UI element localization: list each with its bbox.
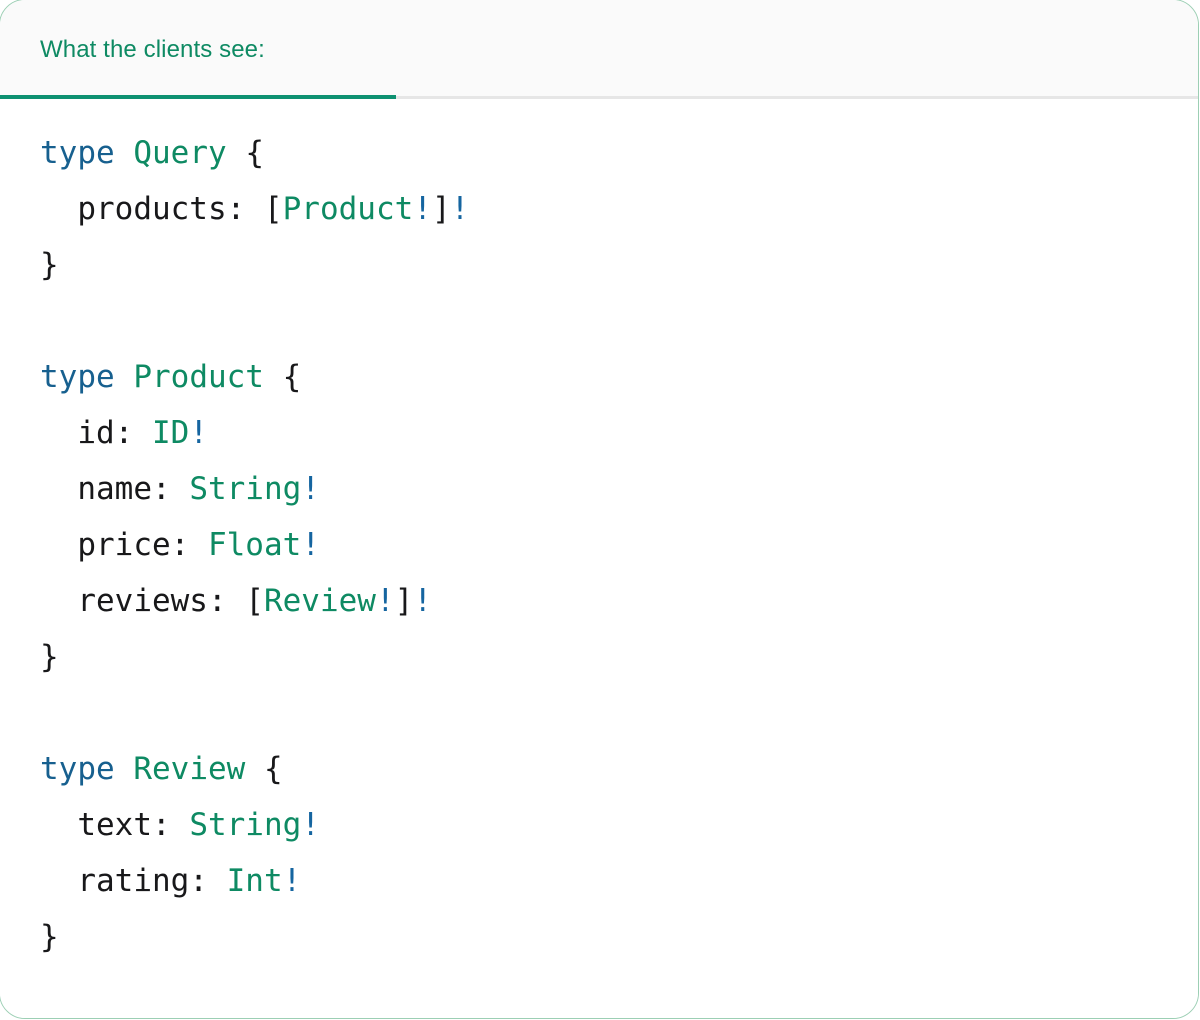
code-token-fld: id: (40, 415, 152, 451)
code-token-fld: name: (40, 471, 190, 507)
code-token-bang: ! (413, 191, 432, 227)
code-line: } (40, 629, 1158, 685)
code-line: } (40, 237, 1158, 293)
code-token-punc: { (226, 135, 264, 171)
code-token-tname: Float (207, 527, 302, 563)
code-token-fld: text: (40, 807, 190, 843)
code-token-punc: } (40, 639, 59, 675)
code-line: rating: Int! (40, 853, 1158, 909)
code-line: price: Float! (40, 517, 1158, 573)
code-token-fld: price: (40, 527, 208, 563)
code-token-punc: } (40, 247, 59, 283)
code-token-punc: [ (245, 583, 264, 619)
code-token-tname: String (189, 471, 302, 507)
code-token-bang: ! (189, 415, 208, 451)
code-token-bang: ! (282, 863, 302, 899)
code-token-punc: } (40, 919, 59, 955)
code-token-tname: Product (282, 191, 414, 227)
code-token-punc: [ (263, 191, 283, 227)
code-token-kw: type (40, 751, 115, 787)
code-token-kw: type (40, 359, 115, 395)
code-line: type Product { (40, 349, 1158, 405)
graphql-schema-code: type Query { products: [Product!]!} type… (40, 125, 1158, 965)
code-line: text: String! (40, 797, 1158, 853)
code-token-tname: ID (151, 415, 190, 451)
code-token-punc: ] (394, 583, 414, 619)
tab-what-the-clients-see[interactable]: What the clients see: (0, 0, 396, 99)
code-token-bang: ! (301, 527, 320, 563)
code-token-punc (115, 751, 134, 787)
code-token-tname: Review (263, 583, 376, 619)
code-token-punc: { (245, 751, 283, 787)
code-token-punc: ] (431, 191, 451, 227)
code-token-tname: Int (226, 863, 283, 899)
code-token-punc (115, 359, 134, 395)
code-line: type Review { (40, 741, 1158, 797)
code-line: } (40, 909, 1158, 965)
code-line: reviews: [Review!]! (40, 573, 1158, 629)
code-token-tname: Product (133, 359, 264, 395)
code-token-bang: ! (375, 583, 395, 619)
code-pane: type Query { products: [Product!]!} type… (0, 99, 1198, 1018)
code-token-bang: ! (301, 807, 320, 843)
code-token-bang: ! (301, 471, 320, 507)
tab-label: What the clients see: (40, 35, 265, 63)
code-token-kw: type (40, 135, 115, 171)
code-blank-line (40, 293, 1158, 349)
code-line: type Query { (40, 125, 1158, 181)
tab-bar: What the clients see: (0, 0, 1198, 99)
code-token-fld: reviews: (40, 583, 246, 619)
code-line: id: ID! (40, 405, 1158, 461)
code-token-bang: ! (413, 583, 432, 619)
code-line: products: [Product!]! (40, 181, 1158, 237)
code-token-tname: Review (133, 751, 246, 787)
code-token-punc (115, 135, 134, 171)
code-token-punc: { (263, 359, 302, 395)
code-blank-line (40, 685, 1158, 741)
code-token-fld: rating: (40, 863, 227, 899)
code-token-fld: products: (40, 191, 264, 227)
code-line: name: String! (40, 461, 1158, 517)
code-token-tname: String (189, 807, 302, 843)
code-token-bang: ! (450, 191, 470, 227)
code-token-tname: Query (133, 135, 227, 171)
